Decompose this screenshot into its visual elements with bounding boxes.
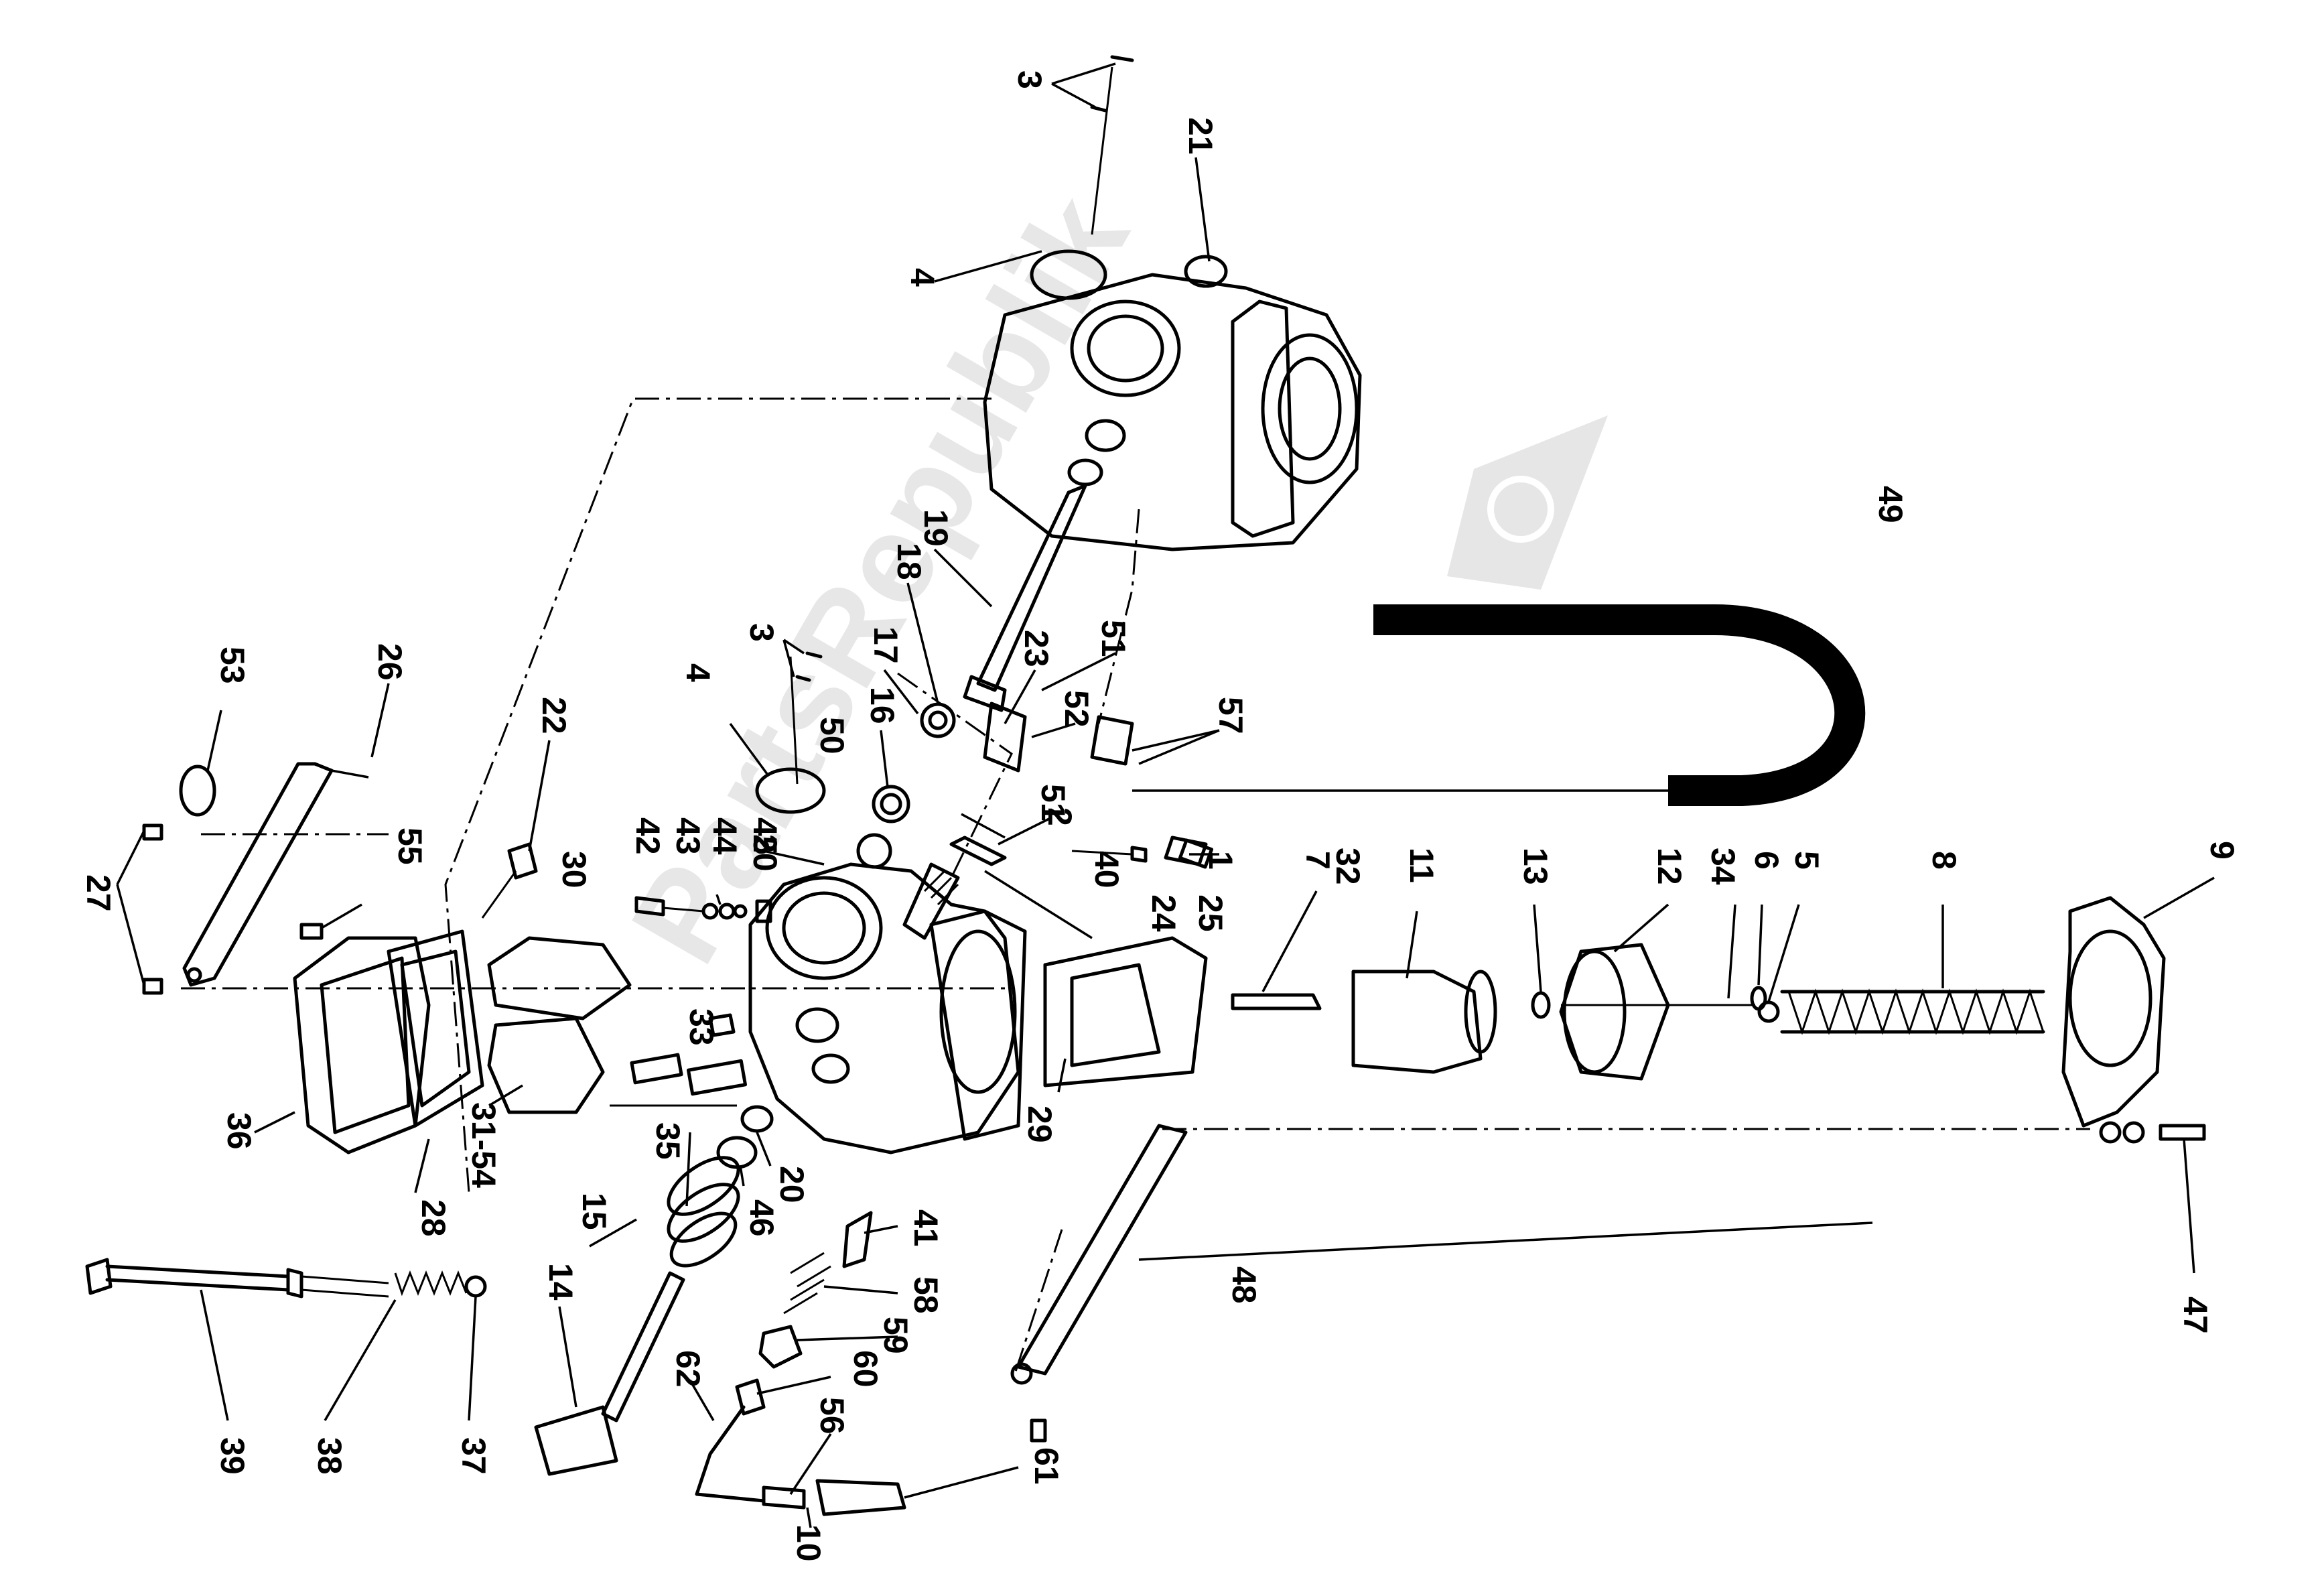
watermark-gear-icon (1447, 415, 1608, 590)
label-46: 46 (743, 1199, 780, 1237)
label-35: 35 (649, 1122, 687, 1160)
label-14: 14 (542, 1263, 579, 1301)
cover-30 (487, 936, 632, 1114)
label-55: 55 (391, 827, 429, 865)
label-24: 24 (1145, 894, 1182, 932)
label-27: 27 (80, 874, 117, 912)
label-7: 7 (1299, 851, 1337, 870)
label-53: 53 (214, 647, 251, 684)
bolt-39 (85, 1258, 487, 1299)
label-41: 41 (907, 1209, 945, 1247)
label-3b: 3 (743, 623, 780, 642)
label-13: 13 (1517, 848, 1554, 885)
label-37: 37 (455, 1437, 492, 1475)
label-3a: 3 (1011, 70, 1048, 89)
label-38: 38 (311, 1437, 348, 1475)
choke-cable-assembly (695, 1211, 906, 1516)
alignment-lines (181, 397, 2090, 1374)
label-61: 61 (1028, 1447, 1065, 1485)
callout-labels: 1 2 3 3 4 4 5 6 7 8 9 10 11 12 13 14 15 … (80, 70, 2241, 1562)
label-20a: 20 (746, 834, 784, 872)
label-36: 36 (220, 1112, 258, 1150)
label-51b: 51 (1034, 784, 1072, 821)
label-4b: 4 (679, 663, 717, 682)
small-parts (299, 55, 1228, 1037)
label-34: 34 (1704, 848, 1742, 885)
label-22: 22 (535, 697, 573, 734)
label-39: 39 (214, 1437, 251, 1475)
label-45: 45 (746, 817, 784, 855)
label-40: 40 (1088, 851, 1125, 888)
label-5: 5 (1788, 851, 1826, 870)
tube-49 (1373, 604, 1866, 806)
label-20b: 20 (773, 1166, 811, 1203)
label-11: 11 (1403, 848, 1440, 883)
slide-assembly (1043, 896, 2206, 1144)
screws-27 (142, 823, 163, 995)
label-21: 21 (1182, 117, 1219, 155)
label-26: 26 (371, 643, 409, 681)
label-2: 2 (1041, 807, 1079, 826)
label-29: 29 (1021, 1106, 1058, 1143)
watermark-text: PartsRepublik (604, 173, 1156, 986)
label-6: 6 (1748, 851, 1785, 870)
label-32: 32 (1329, 848, 1367, 885)
label-33: 33 (683, 1008, 720, 1046)
label-43: 43 (669, 817, 707, 855)
label-47: 47 (2177, 1297, 2214, 1334)
shaft-19 (963, 484, 1087, 712)
label-50: 50 (813, 717, 851, 754)
label-4a: 4 (904, 268, 941, 287)
label-18: 18 (890, 543, 928, 580)
label-59: 59 (877, 1317, 914, 1354)
plate-48 (1010, 1124, 1188, 1443)
upper-carburetor-body (983, 273, 1362, 551)
label-62: 62 (669, 1350, 707, 1388)
label-16: 16 (864, 687, 901, 724)
watermark: PartsRepublik (604, 173, 1156, 986)
label-56: 56 (813, 1397, 851, 1435)
label-57: 57 (1212, 697, 1249, 734)
label-23: 23 (1018, 630, 1055, 667)
label-9: 9 (2203, 841, 2241, 860)
label-1: 1 (1202, 851, 1239, 870)
label-44: 44 (706, 817, 744, 855)
label-49: 49 (1872, 486, 1909, 523)
label-30: 30 (555, 851, 593, 888)
parts-14-15-46 (534, 1053, 774, 1476)
plate-53 (179, 765, 216, 817)
label-19: 19 (917, 509, 955, 547)
label-42: 42 (629, 817, 667, 855)
label-17: 17 (867, 626, 904, 664)
label-10: 10 (790, 1524, 827, 1562)
label-58: 58 (907, 1276, 945, 1314)
label-8: 8 (1925, 851, 1963, 870)
label-15: 15 (575, 1193, 613, 1230)
leader-lines (116, 62, 2215, 1528)
float-bowl (293, 929, 484, 1154)
plate-26 (182, 762, 334, 987)
label-51a: 51 (1095, 620, 1132, 657)
label-52: 52 (1058, 690, 1095, 728)
lower-carburetor-body (748, 862, 1027, 1154)
label-60: 60 (847, 1350, 884, 1388)
label-48: 48 (1225, 1266, 1263, 1304)
label-12: 12 (1651, 848, 1688, 885)
label-28: 28 (415, 1199, 452, 1237)
label-25: 25 (1192, 894, 1229, 932)
label-31-54: 31-54 (465, 1102, 502, 1188)
